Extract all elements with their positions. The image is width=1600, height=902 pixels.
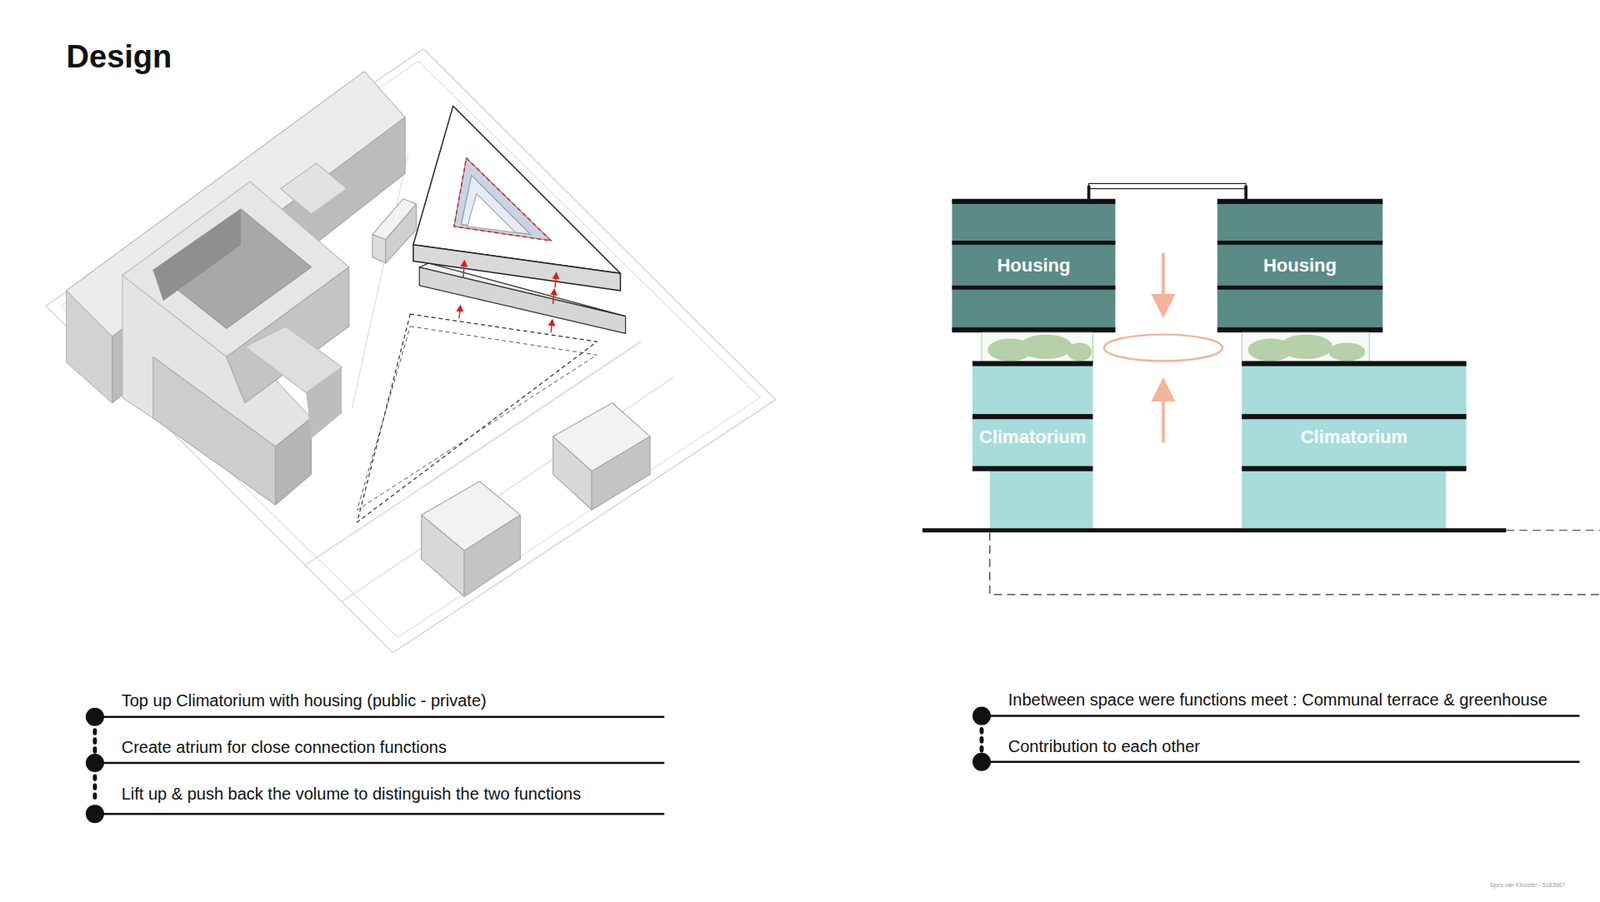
section-drawing [922,183,1600,595]
bullet-text: Lift up & push back the volume to distin… [121,785,581,805]
block-label: Climatorium [979,426,1086,449]
site-axonometric [45,49,776,654]
section-block: Housing [1217,204,1383,328]
section-block: Climatorium [1241,366,1466,467]
diagram-title: Design [66,39,173,75]
block-label: Climatorium [1300,426,1408,449]
watermark: Sjors van Klooster - 5183967 [1490,882,1565,889]
bullet-text: Create atrium for close connection funct… [121,738,447,758]
bullet-text: Contribution to each other [1008,737,1200,757]
bullet-text: Top up Climatorium with housing (public … [121,691,487,711]
block-label: Housing [996,255,1070,277]
bullet-text: Inbetween space were functions meet : Co… [1008,690,1548,710]
block-label: Housing [1263,255,1337,277]
section-block: Housing [951,204,1115,328]
section-block: Climatorium [972,366,1093,467]
bullet-list-lines [85,707,1580,825]
